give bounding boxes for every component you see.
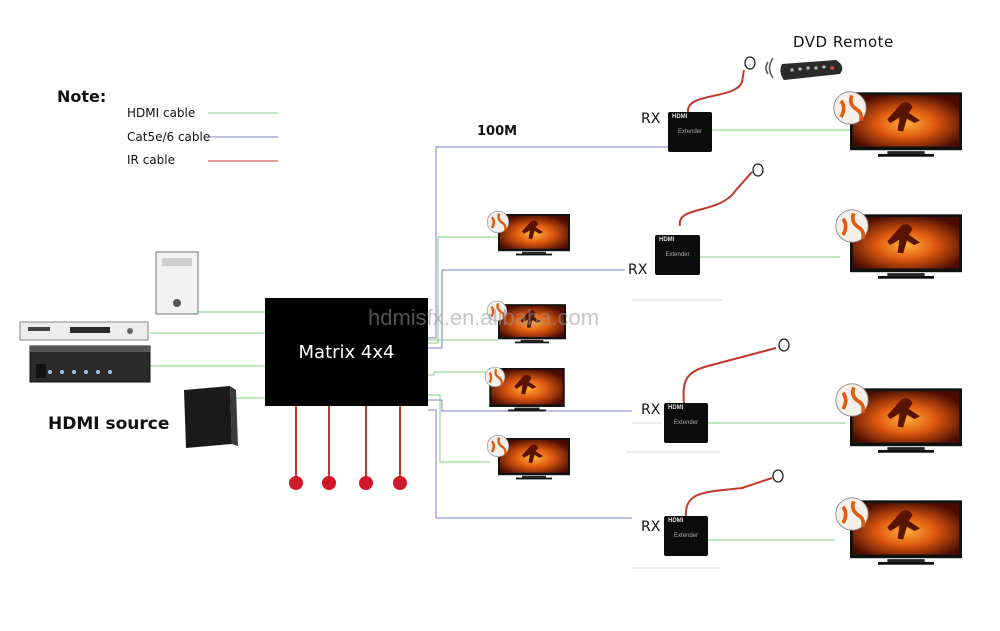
game-console-icon [184,386,238,448]
ir-emitter-icon [289,476,303,490]
ball-icon [486,434,510,458]
ir-emitter-icon [322,476,336,490]
ball-icon [484,366,506,388]
ball-icon [834,208,870,244]
hdmi-source-label: HDMI source [48,414,170,434]
ball-icon [832,90,868,126]
ir-eye-icon [752,163,764,177]
hdmi-logo-icon: HDMI [668,518,684,524]
extender-name: Extender [673,533,698,539]
matrix-label: Matrix 4x4 [298,341,395,363]
av-receiver-icon [29,345,151,383]
hdmi-logo-icon: HDMI [659,237,675,243]
extender-name: Extender [673,420,698,426]
dvd-player-icon [19,321,149,341]
extender-3: HDMI Extender [664,403,708,443]
legend-cat-label: Cat5e/6 cable [127,130,211,144]
ball-icon [834,382,870,418]
extender-4: HDMI Extender [664,516,708,556]
ir-eye-icon [744,56,756,70]
ir-emitter-icon [393,476,407,490]
hdmi-logo-icon: HDMI [668,405,684,411]
ir-emitter-icon [359,476,373,490]
ball-icon [834,496,870,532]
tv-icon [850,92,962,157]
extender-2: HDMI Extender [655,235,700,275]
rx-label-3: RX [641,402,661,418]
extender-name: Extender [677,129,702,135]
hdmi-logo-icon: HDMI [672,114,688,120]
remote-label: DVD Remote [793,33,894,51]
legend-hdmi-label: HDMI cable [127,106,196,120]
watermark: hdmisfx.en.alibaba.com [368,305,600,330]
rx-label-4: RX [641,519,661,535]
matrix-switch: Matrix 4x4 [265,298,428,406]
rx-label-1: RX [641,111,661,127]
rx-label-2: RX [628,262,648,278]
ir-eye-icon [772,469,784,483]
remote-control-icon [765,57,843,80]
extender-name: Extender [665,252,690,258]
extender-1: HDMI Extender [668,112,712,152]
bandwidth-label: 100M [477,124,518,139]
legend-ir-label: IR cable [127,153,175,167]
ir-eye-icon [778,338,790,352]
pc-tower-icon [155,251,199,315]
legend-title: Note: [57,87,107,106]
ball-icon [486,210,510,234]
